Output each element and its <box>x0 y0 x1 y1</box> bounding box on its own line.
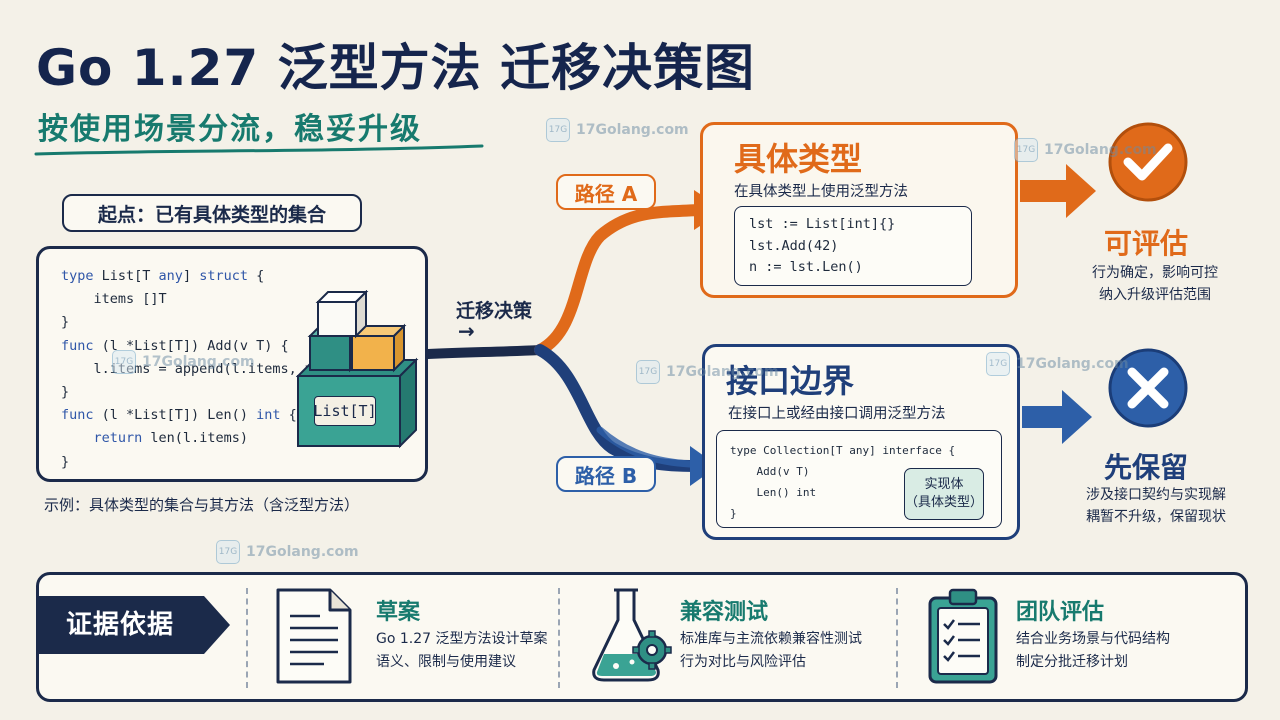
impl-label: 实现体 <box>924 477 964 492</box>
to-assess-arrowhead <box>1066 164 1096 218</box>
code-line: func (l *List[T]) Len() int { <box>61 407 297 424</box>
evidence-draft-desc: Go 1.27 泛型方法设计草案 语义、限制与使用建议 <box>376 628 548 674</box>
page-subtitle: 按使用场景分流，稳妥升级 <box>38 112 422 147</box>
evidence-draft-line2: 语义、限制与使用建议 <box>376 654 516 670</box>
evidence-draft-title: 草案 <box>376 600 421 625</box>
impl-sublabel: （具体类型） <box>905 495 984 510</box>
watermark-text: 17Golang.com <box>1016 356 1129 372</box>
evidence-team-desc: 结合业务场景与代码结构 制定分批迁移计划 <box>1016 628 1170 674</box>
flask-gear-icon <box>592 588 672 682</box>
code-line: type List[T any] struct { <box>61 268 265 284</box>
watermark: 17G 17Golang.com <box>112 350 255 374</box>
watermark-logo-icon: 17G <box>986 352 1010 376</box>
decision-label: 迁移决策 → <box>456 296 533 343</box>
code-caption: 示例：具体类型的集合与其方法（含泛型方法） <box>44 496 360 514</box>
code-line: return len(l.items) <box>93 430 248 447</box>
implementation-box: 实现体 （具体类型） <box>904 468 984 520</box>
to-reserve-arrowhead <box>1062 390 1092 444</box>
watermark-logo-icon: 17G <box>636 360 660 384</box>
page-title: Go 1.27 泛型方法 迁移决策图 <box>36 39 755 97</box>
watermark-text: 17Golang.com <box>1044 142 1157 158</box>
watermark: 17G 17Golang.com <box>1014 138 1157 162</box>
start-label: 起点：已有具体类型的集合 <box>62 194 362 232</box>
code-line: func (l *List[T]) Add(v T) { <box>61 337 289 354</box>
path-a-label: 路径 A <box>556 174 656 210</box>
watermark-text: 17Golang.com <box>576 122 689 138</box>
interface-title: 接口边界 <box>726 362 855 400</box>
reserve-desc: 涉及接口契约与实现解耦暂不升级，保留现状 <box>1086 487 1226 525</box>
trunk-connector <box>423 345 545 359</box>
reserve-label: 先保留 <box>1104 451 1189 484</box>
path-a-connector <box>534 204 706 356</box>
interface-desc: 在接口上或经由接口调用泛型方法 <box>728 406 946 422</box>
cube-label: List[T] <box>313 396 377 426</box>
code-line: } <box>61 384 70 401</box>
concrete-code: lst := List[int]{} lst.Add(42) n := lst.… <box>734 206 972 286</box>
watermark: 17G 17Golang.com <box>546 118 689 142</box>
watermark-text: 17Golang.com <box>666 364 779 380</box>
code-line: } <box>61 453 70 470</box>
watermark-logo-icon: 17G <box>216 540 240 564</box>
evidence-team-line2: 制定分批迁移计划 <box>1016 654 1128 670</box>
evidence-tag-shape <box>36 596 230 654</box>
cube-stack-icon <box>296 290 419 449</box>
watermark-text: 17Golang.com <box>142 354 255 370</box>
evidence-compat-desc: 标准库与主流依赖兼容性测试 行为对比与风险评估 <box>680 628 862 674</box>
assess-label: 可评估 <box>1104 227 1189 260</box>
watermark-logo-icon: 17G <box>112 350 136 374</box>
path-b-label: 路径 B <box>556 456 656 492</box>
watermark: 17G 17Golang.com <box>636 360 779 384</box>
concrete-desc: 在具体类型上使用泛型方法 <box>734 184 908 200</box>
evidence-divider <box>246 588 248 688</box>
cross-circle-icon <box>1108 348 1188 428</box>
evidence-draft-line1: Go 1.27 泛型方法设计草案 <box>376 631 548 647</box>
evidence-divider <box>896 588 898 688</box>
evidence-divider <box>558 588 560 688</box>
evidence-tag: 证据依据 <box>66 610 175 640</box>
decision-label-text: 迁移决策 <box>456 300 533 322</box>
check-circle-icon <box>1108 122 1188 202</box>
watermark-text: 17Golang.com <box>246 544 359 560</box>
concrete-title: 具体类型 <box>734 140 863 178</box>
evidence-team-line1: 结合业务场景与代码结构 <box>1016 631 1170 647</box>
assess-desc: 行为确定，影响可控纳入升级评估范围 <box>1092 265 1218 303</box>
document-icon <box>276 588 352 684</box>
watermark: 17G 17Golang.com <box>216 540 359 564</box>
evidence-compat-line1: 标准库与主流依赖兼容性测试 <box>680 631 862 647</box>
decision-arrow-icon: → <box>458 319 475 343</box>
evidence-team-title: 团队评估 <box>1016 600 1105 625</box>
evidence-compat-line2: 行为对比与风险评估 <box>680 654 806 670</box>
code-line: } <box>61 314 70 331</box>
evidence-compat-title: 兼容测试 <box>680 600 769 625</box>
clipboard-checklist-icon <box>928 588 998 684</box>
watermark: 17G 17Golang.com <box>986 352 1129 376</box>
source-code: type List[T any] struct { items []T} func… <box>61 265 321 474</box>
code-line: items []T <box>61 291 167 308</box>
interface-code: type Collection[T any] interface { Add(v… <box>730 444 956 520</box>
watermark-logo-icon: 17G <box>546 118 570 142</box>
watermark-logo-icon: 17G <box>1014 138 1038 162</box>
